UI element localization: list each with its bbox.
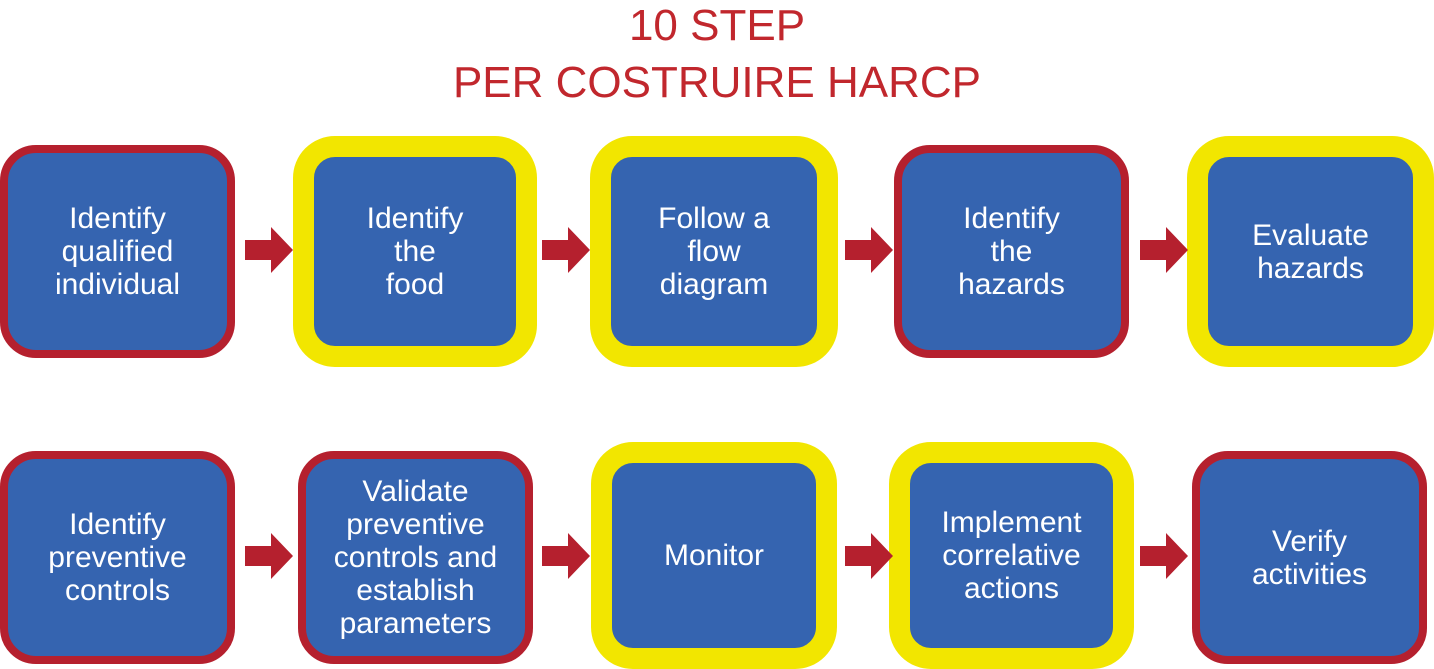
arrow-right-icon — [845, 227, 893, 273]
step-4-label: Identify the hazards — [958, 202, 1065, 301]
step-6-box: Identify preventive controls — [0, 451, 235, 664]
step-6-label: Identify preventive controls — [48, 508, 187, 607]
diagram-title-line-2: PER COSTRUIRE HARCP — [452, 58, 982, 107]
step-7-label: Validate preventive controls and establi… — [333, 475, 498, 640]
step-1-box: Identify qualified individual — [0, 145, 235, 358]
arrow-right-icon — [245, 227, 293, 273]
step-1-label: Identify qualified individual — [54, 202, 181, 301]
step-3-box: Follow a flow diagram — [590, 136, 838, 367]
step-8-label: Monitor — [663, 539, 765, 572]
arrow-right-icon — [542, 227, 590, 273]
arrow-right-icon — [1140, 533, 1188, 579]
step-2-box: Identify the food — [293, 136, 537, 367]
step-5-label: Evaluate hazards — [1252, 218, 1369, 285]
arrow-right-icon — [245, 533, 293, 579]
step-5-box: Evaluate hazards — [1187, 136, 1434, 367]
step-8-box: Monitor — [591, 442, 837, 669]
step-10-label: Verify activities — [1251, 524, 1368, 591]
step-9-label: Implement correlative actions — [941, 506, 1082, 605]
step-7-box: Validate preventive controls and establi… — [298, 451, 533, 664]
step-4-box: Identify the hazards — [894, 145, 1129, 358]
arrow-right-icon — [542, 533, 590, 579]
arrow-right-icon — [1140, 227, 1188, 273]
arrow-right-icon — [845, 533, 893, 579]
step-9-box: Implement correlative actions — [889, 442, 1134, 669]
step-10-box: Verify activities — [1192, 451, 1427, 664]
step-2-label: Identify the food — [366, 202, 464, 301]
diagram-title-line-1: 10 STEP — [628, 1, 806, 50]
step-3-label: Follow a flow diagram — [658, 202, 770, 301]
